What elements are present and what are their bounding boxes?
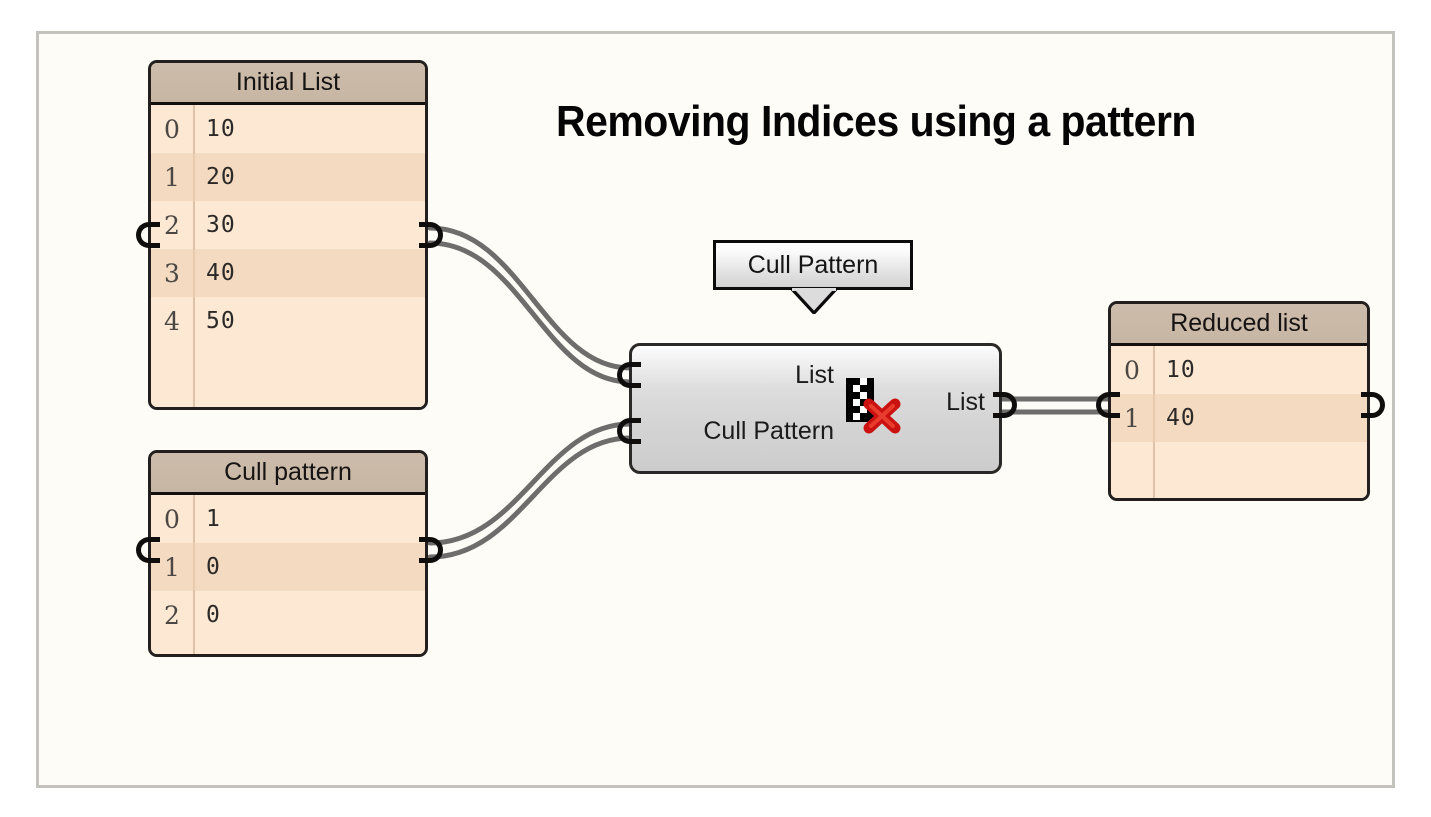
row-index: 1 [164,552,180,582]
list-item: 1 0 [151,543,425,591]
list-item: 0 10 [1111,346,1367,394]
row-value: 50 [206,308,236,334]
panel-reduced-list-header: Reduced list [1111,304,1367,346]
port-initial-list-input[interactable] [136,222,160,248]
row-value: 20 [206,164,236,190]
row-value: 1 [206,506,221,532]
panel-cull-pattern-header: Cull pattern [151,453,425,495]
panel-cull-pattern-body: 0 1 1 0 2 0 [151,495,425,654]
component-input-label-list: List [795,361,834,389]
list-item: 2 0 [151,591,425,639]
row-index: 1 [164,162,180,192]
port-component-input-list[interactable] [617,362,641,388]
component-cull-pattern[interactable]: List Cull Pattern List [629,343,1002,474]
list-item: 3 40 [151,249,425,297]
row-value: 10 [206,116,236,142]
panel-initial-list[interactable]: Initial List 0 10 1 20 2 30 3 40 4 50 [148,60,428,410]
tooltip-tail-icon [789,288,839,314]
panel-cull-pattern[interactable]: Cull pattern 0 1 1 0 2 0 [148,450,428,657]
port-reduced-list-input[interactable] [1096,392,1120,418]
page-title: Removing Indices using a pattern [556,97,1196,146]
row-index: 0 [164,504,180,534]
cull-pattern-icon [846,378,901,434]
port-reduced-list-output[interactable] [1361,392,1385,418]
panel-reduced-list-body: 0 10 1 40 [1111,346,1367,498]
component-tooltip: Cull Pattern [713,240,913,290]
row-index: 2 [164,600,180,630]
panel-initial-list-header: Initial List [151,63,425,105]
row-value: 40 [206,260,236,286]
list-item: 4 50 [151,297,425,345]
row-value: 0 [206,602,221,628]
row-value: 30 [206,212,236,238]
port-cull-pattern-input[interactable] [136,537,160,563]
row-index: 4 [164,306,180,336]
panel-initial-list-body: 0 10 1 20 2 30 3 40 4 50 [151,105,425,407]
component-input-label-cull-pattern: Cull Pattern [703,417,834,445]
port-component-output-list[interactable] [993,392,1017,418]
component-output-label-list: List [946,388,985,416]
list-item: 0 1 [151,495,425,543]
row-value: 10 [1166,357,1196,383]
row-index: 0 [164,114,180,144]
row-value: 40 [1166,405,1196,431]
list-item: 1 20 [151,153,425,201]
port-component-input-cull[interactable] [617,418,641,444]
row-index: 1 [1124,403,1140,433]
row-index: 0 [1124,355,1140,385]
list-item: 1 40 [1111,394,1367,442]
row-value: 0 [206,554,221,580]
panel-reduced-list[interactable]: Reduced list 0 10 1 40 [1108,301,1370,501]
row-index: 3 [164,258,180,288]
row-index: 2 [164,210,180,240]
list-item: 2 30 [151,201,425,249]
list-item: 0 10 [151,105,425,153]
